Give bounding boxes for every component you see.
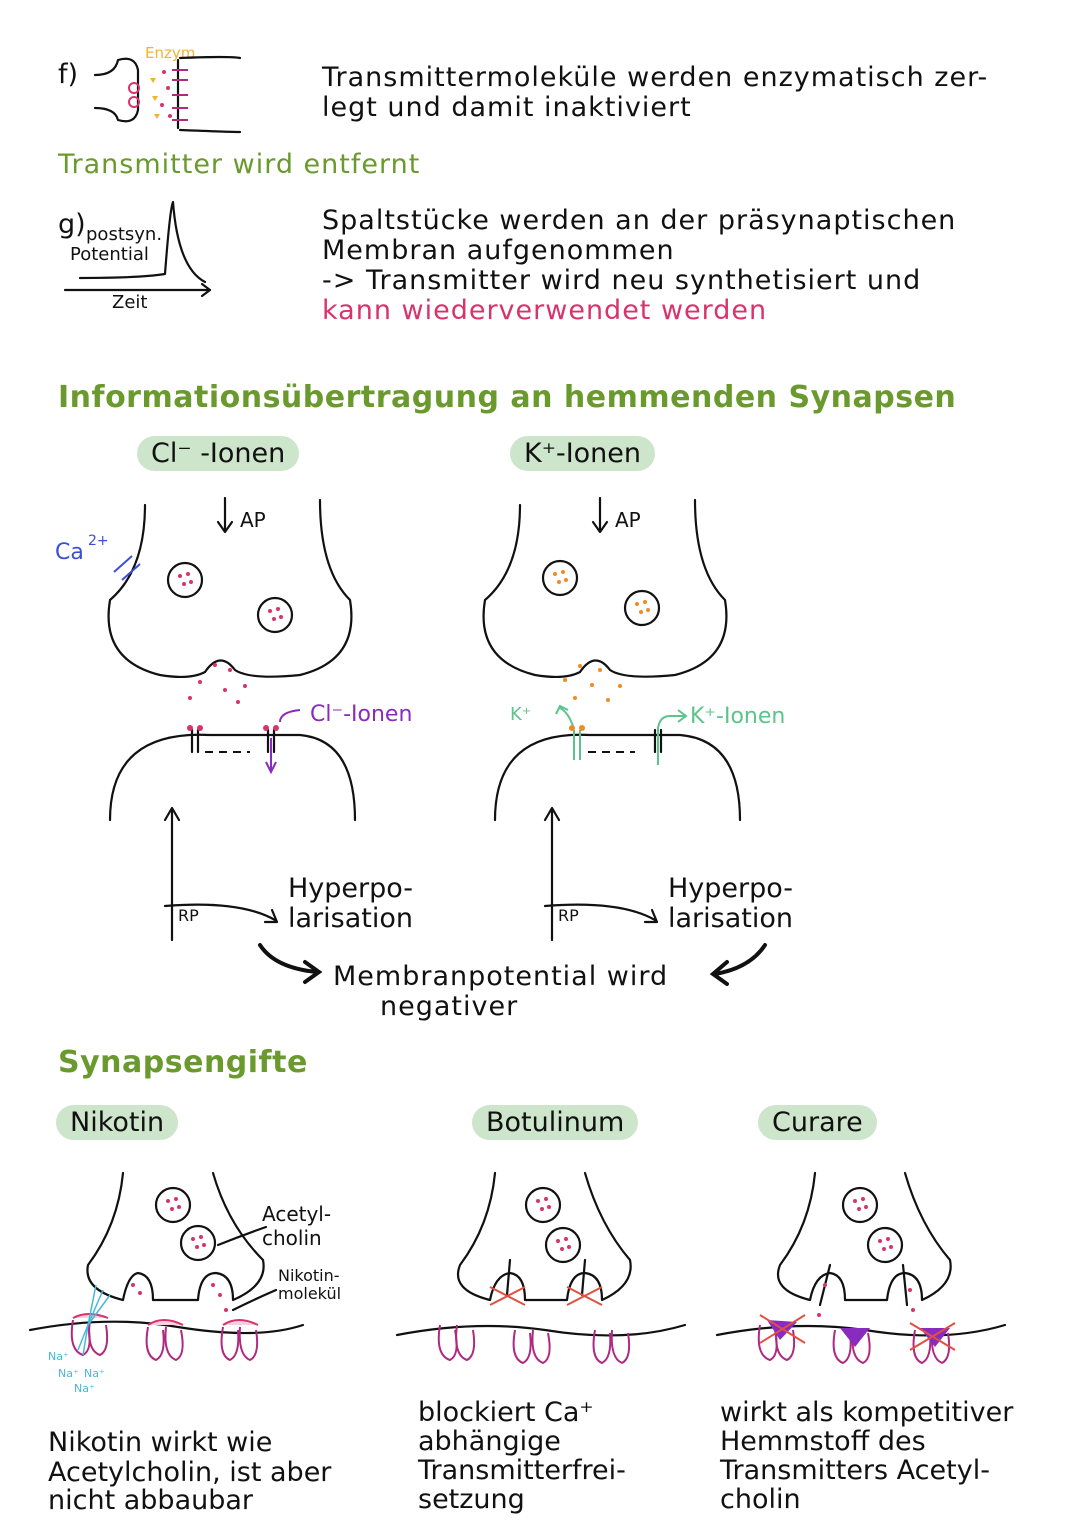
nikotin-desc-2: Acetylcholin, ist aber bbox=[48, 1457, 332, 1488]
conclusion-2: negativer bbox=[380, 991, 519, 1022]
curare-desc-1: wirkt als kompetitiver bbox=[720, 1397, 1014, 1428]
step-f-text-2: legt und damit inaktiviert bbox=[322, 92, 692, 123]
conclusion-1: Membranpotential wird bbox=[333, 961, 669, 992]
pill-botulinum: Botulinum bbox=[472, 1105, 639, 1140]
graph-label-1: postsyn. bbox=[86, 224, 163, 245]
graph-label-2: Potential bbox=[70, 244, 149, 265]
graph-xlabel: Zeit bbox=[112, 292, 148, 313]
curare-desc-3: Transmitters Acetyl- bbox=[720, 1455, 990, 1486]
botulinum-desc-2: abhängige bbox=[418, 1426, 561, 1457]
step-g-text-1: Spaltstücke werden an der präsynaptische… bbox=[322, 205, 957, 236]
botulinum-desc-1: blockiert Ca⁺ bbox=[418, 1397, 594, 1428]
nikotin-desc-3: nicht abbaubar bbox=[48, 1485, 254, 1516]
inhibitory-heading: Informationsübertragung an hemmenden Syn… bbox=[58, 380, 957, 415]
hyper-right-2: larisation bbox=[668, 903, 793, 934]
k-small-label: K⁺ bbox=[510, 704, 532, 725]
pill-k-ions: K⁺-Ionen bbox=[510, 436, 656, 471]
label-acetylcholin-2: cholin bbox=[262, 1226, 322, 1250]
rp-label-right: RP bbox=[558, 906, 579, 925]
pill-nikotin: Nikotin bbox=[56, 1105, 179, 1140]
rp-label-left: RP bbox=[178, 906, 199, 925]
cl-synapse-diagram bbox=[107, 496, 357, 942]
na-label-4: Na⁺ bbox=[74, 1382, 95, 1395]
ca-label: Ca bbox=[55, 540, 84, 565]
postsynaptic-graph bbox=[63, 200, 212, 298]
k-ion-label: K⁺-Ionen bbox=[690, 704, 786, 729]
hyper-left-2: larisation bbox=[288, 903, 413, 934]
botulinum-synapse-diagram bbox=[395, 1171, 687, 1365]
na-label-3: Na⁺ bbox=[84, 1367, 105, 1380]
step-g-text-4: kann wiederverwendet werden bbox=[322, 295, 768, 326]
step-g-text-3: -> Transmitter wird neu synthetisiert un… bbox=[322, 265, 922, 296]
hyper-left-1: Hyperpo- bbox=[288, 873, 414, 904]
ap-label-right: AP bbox=[615, 508, 641, 532]
step-f-note: Transmitter wird entfernt bbox=[58, 149, 421, 180]
na-label-1: Na⁺ bbox=[48, 1350, 69, 1363]
label-nikotin-1: Nikotin- bbox=[278, 1266, 340, 1285]
botulinum-desc-3: Transmitterfrei- bbox=[418, 1455, 626, 1486]
ca-sup: 2+ bbox=[88, 533, 109, 549]
botulinum-desc-4: setzung bbox=[418, 1484, 525, 1515]
pill-curare: Curare bbox=[758, 1105, 877, 1140]
conclusion-arrows bbox=[258, 943, 767, 986]
ca-channel-icon bbox=[113, 555, 141, 581]
curare-desc-2: Hemmstoff des bbox=[720, 1426, 926, 1457]
enzyme-synapse-diagram bbox=[93, 55, 242, 134]
step-g-label: g) bbox=[58, 209, 86, 240]
step-g-text-2: Membran aufgenommen bbox=[322, 235, 675, 266]
na-label-2: Na⁺ bbox=[58, 1367, 79, 1380]
label-nikotin-2: molekül bbox=[278, 1284, 342, 1303]
curare-desc-4: cholin bbox=[720, 1484, 801, 1515]
nikotin-synapse-diagram bbox=[28, 1171, 305, 1362]
cl-ion-label: Cl⁻-Ionen bbox=[310, 702, 413, 727]
ap-label-left: AP bbox=[240, 508, 266, 532]
step-f-text-1: Transmittermoleküle werden enzymatisch z… bbox=[322, 62, 989, 93]
hyper-right-1: Hyperpo- bbox=[668, 873, 794, 904]
label-acetylcholin-1: Acetyl- bbox=[262, 1202, 332, 1226]
pill-cl-ions: Cl⁻ -Ionen bbox=[137, 436, 300, 471]
nikotin-desc-1: Nikotin wirkt wie bbox=[48, 1427, 273, 1458]
curare-synapse-diagram bbox=[715, 1171, 1007, 1365]
k-synapse-diagram bbox=[482, 496, 742, 942]
poisons-heading: Synapsengifte bbox=[58, 1045, 308, 1080]
step-f-label: f) bbox=[58, 59, 79, 90]
